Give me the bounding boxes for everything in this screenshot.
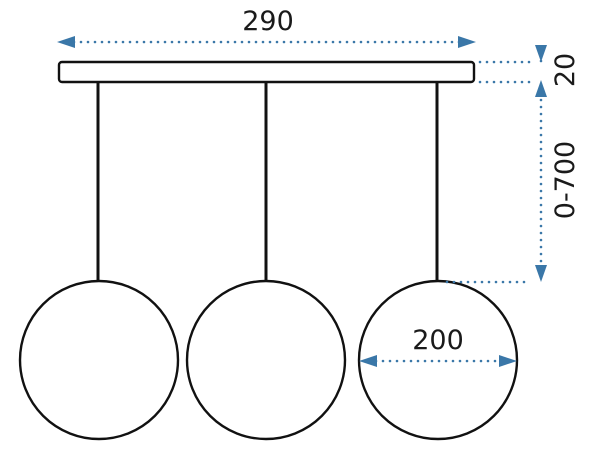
canopy-height-dimension: 20 — [478, 45, 581, 97]
arrow-left-icon — [57, 36, 75, 48]
canopy-bar — [57, 60, 476, 84]
arrow-left-icon — [359, 355, 377, 367]
globe-diameter-label: 200 — [412, 325, 464, 356]
globe-left — [18, 279, 180, 441]
arrow-down-icon — [535, 265, 547, 282]
arrow-up-icon — [535, 80, 547, 97]
arrow-down-icon — [535, 45, 547, 62]
arrow-right-icon — [499, 355, 517, 367]
canopy-height-label: 20 — [550, 53, 581, 87]
globe-diameter-dimension: 200 — [359, 325, 517, 367]
globe-middle — [185, 279, 347, 441]
cable-length-dimension: 0-700 — [445, 98, 581, 284]
arrow-right-icon — [458, 36, 476, 48]
canopy-width-dimension: 290 — [57, 6, 476, 48]
canopy-width-label: 290 — [242, 6, 294, 37]
globe-right — [357, 279, 519, 441]
cable-length-label: 0-700 — [550, 141, 581, 219]
